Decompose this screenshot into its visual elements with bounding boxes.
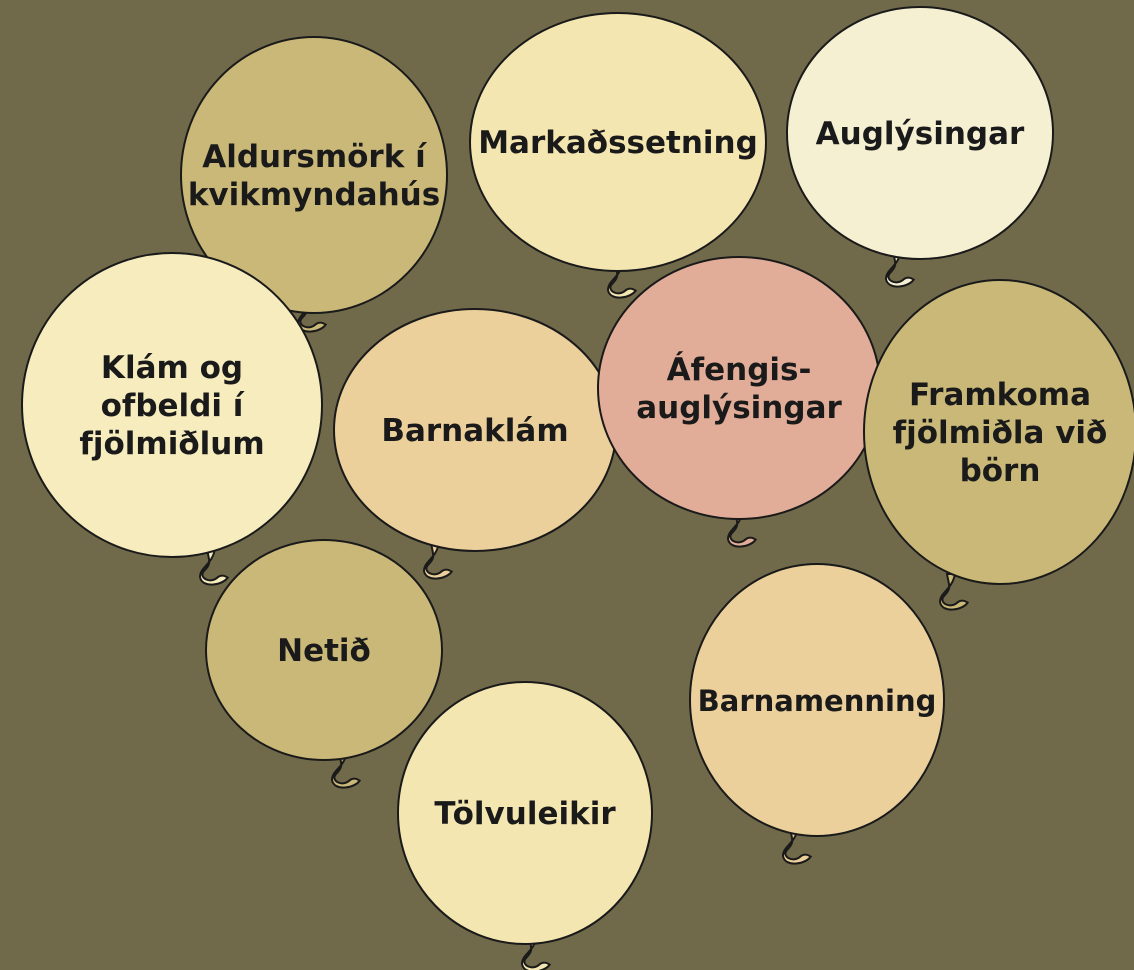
balloon-knot (422, 542, 453, 580)
balloon-label-line: Auglýsingar (816, 116, 1025, 152)
balloon-knot (330, 751, 361, 789)
balloon-label: Barnaklám (381, 413, 568, 449)
balloon-netid: Netið (205, 539, 443, 789)
balloon-auglysingar: Auglýsingar (786, 6, 1054, 288)
balloon-knot (520, 935, 551, 970)
balloon-body (469, 12, 767, 272)
balloon-body (863, 279, 1134, 585)
balloon-barnamenning: Barnamenning (689, 563, 945, 865)
balloon-label: Auglýsingar (816, 116, 1025, 152)
balloon-label-line: Netið (277, 633, 371, 669)
balloon-barnaklam: Barnaklám (333, 308, 617, 580)
balloon-knot (781, 827, 812, 865)
balloon-label-line: Markaðssetning (478, 125, 758, 161)
balloon-knot (938, 573, 969, 611)
balloon-label-line: Aldursmörk í (202, 139, 427, 175)
balloon-body (689, 563, 945, 837)
balloon-knot (884, 250, 915, 288)
balloon-afengis-auglysingar: Áfengis-auglýsingar (597, 256, 881, 548)
balloon-label-line: Framkoma (909, 377, 1091, 413)
balloon-label: Netið (277, 633, 371, 669)
balloon-label: Markaðssetning (478, 125, 758, 161)
balloon-label: Barnamenning (698, 684, 937, 718)
balloon-label: Áfengis-auglýsingar (636, 352, 842, 426)
balloon-label-line: börn (960, 453, 1041, 489)
balloon-label-line: fjölmiðla við (893, 415, 1108, 451)
balloon-body (205, 539, 443, 761)
balloon-label-line: fjölmiðlum (79, 426, 264, 462)
balloon-body (21, 252, 323, 558)
balloon-label-line: ofbeldi í (101, 388, 245, 424)
balloon-label-line: Áfengis- (667, 352, 812, 388)
balloon-label-line: auglýsingar (636, 390, 842, 426)
balloon-body (180, 36, 448, 314)
balloon-knot (726, 510, 757, 548)
balloon-label-line: kvikmyndahús (188, 177, 440, 213)
balloon-label-line: Klám og (101, 350, 243, 386)
balloon-label-line: Barnaklám (381, 413, 568, 449)
balloon-body (597, 256, 881, 520)
balloon-knot (606, 261, 637, 299)
balloon-body (397, 681, 653, 945)
balloon-knot (198, 548, 229, 586)
balloon-label-line: Barnamenning (698, 684, 937, 718)
balloon-label: Tölvuleikir (434, 796, 616, 832)
balloon-tolvuleikir: Tölvuleikir (397, 681, 653, 970)
balloon-body (786, 6, 1054, 260)
balloon-label-line: Tölvuleikir (434, 796, 616, 832)
balloon-markadssetning: Markaðssetning (469, 12, 767, 299)
